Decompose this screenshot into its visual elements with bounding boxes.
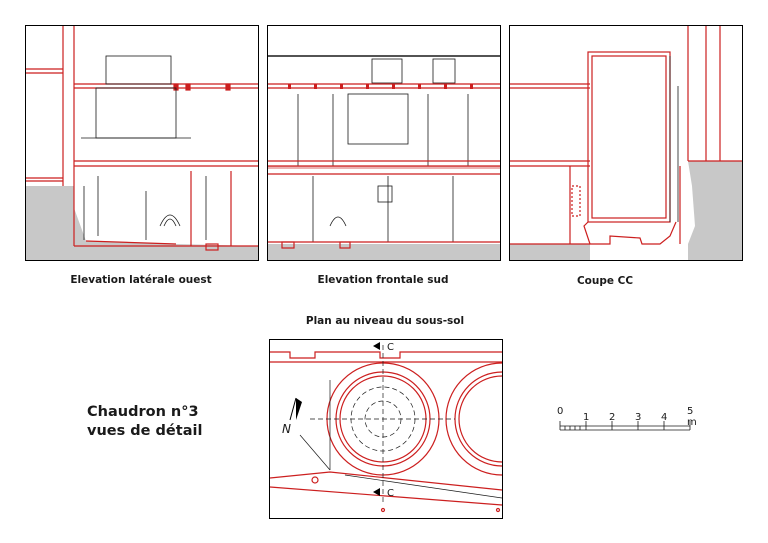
scale-label-0: 0 — [557, 406, 564, 417]
section-cc-drawing — [509, 25, 743, 261]
scale-label-5m: 5 m — [687, 406, 697, 428]
drawing-title: Chaudron n°3 vues de détail — [87, 403, 202, 441]
caption-west-elevation: Elevation latérale ouest — [70, 274, 212, 286]
scale-label-2: 2 — [609, 412, 616, 423]
basement-plan-drawing: C C N — [269, 339, 503, 519]
north-arrow-icon — [288, 398, 302, 420]
elevation-south-svg — [268, 55, 500, 260]
scale-label-1: 1 — [583, 412, 590, 423]
section-cc-svg — [510, 26, 742, 260]
title-line-1: Chaudron n°3 — [87, 404, 199, 420]
elevation-west-drawing — [25, 25, 259, 261]
caption-section-cc: Coupe CC — [576, 275, 634, 287]
caption-south-elevation: Elevation frontale sud — [317, 274, 449, 286]
scale-bar: 0 1 2 3 4 5 m — [555, 404, 705, 436]
elevation-south-drawing — [267, 25, 501, 261]
elevation-west-svg — [26, 26, 258, 260]
north-label: N — [282, 422, 291, 436]
basement-plan-svg — [270, 342, 502, 513]
scale-label-4: 4 — [661, 412, 668, 423]
section-mark-c-top: C — [387, 342, 394, 353]
scale-label-3: 3 — [635, 412, 642, 423]
caption-basement-plan: Plan au niveau du sous-sol — [305, 315, 465, 327]
section-mark-c-bottom: C — [387, 488, 394, 499]
scale-bar-svg — [559, 421, 691, 431]
title-line-2: vues de détail — [87, 423, 203, 439]
